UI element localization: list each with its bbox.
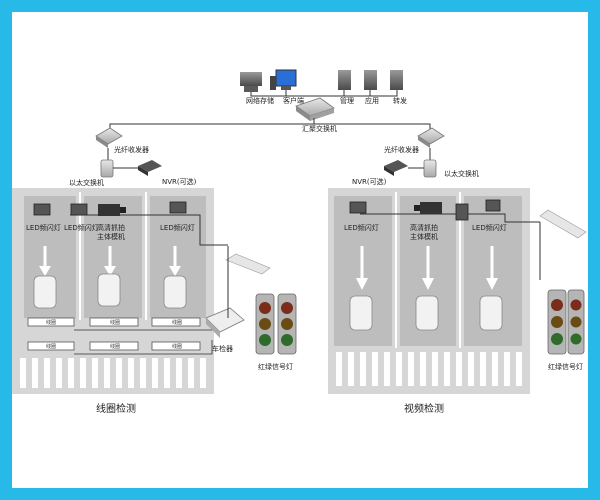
core-switch-label: 汇聚交换机 bbox=[302, 124, 337, 133]
right-eth-switch-label: 以太交换机 bbox=[444, 169, 479, 178]
core-switch-icon bbox=[295, 97, 335, 121]
left-fiber-label: 光纤收发器 bbox=[114, 145, 149, 154]
left-coil-4-label: 线圈 bbox=[46, 343, 56, 350]
left-nvr-icon bbox=[138, 160, 162, 176]
left-camera-icon bbox=[98, 204, 126, 216]
right-camera-label-1: 高清抓拍 bbox=[410, 223, 438, 232]
left-eth-switch-icon bbox=[100, 159, 114, 178]
right-nvr-icon bbox=[384, 160, 408, 176]
right-car-1 bbox=[349, 295, 373, 331]
right-led-2-label: LED频闪灯 bbox=[472, 223, 507, 232]
app-label: 应用 bbox=[365, 96, 379, 105]
left-fiber-transceiver-icon bbox=[95, 127, 123, 148]
right-road bbox=[328, 188, 530, 394]
mgmt-label: 管理 bbox=[340, 96, 354, 105]
mgmt-server-icon bbox=[338, 70, 351, 90]
app-server-icon bbox=[364, 70, 377, 90]
right-led-3-icon bbox=[485, 199, 501, 212]
right-led-1-label: LED频闪灯 bbox=[344, 223, 379, 232]
left-eth-switch-label: 以太交换机 bbox=[69, 178, 104, 187]
left-camera-label-2: 主体模机 bbox=[97, 232, 125, 241]
left-nvr-label: NVR(可选) bbox=[162, 177, 197, 186]
left-coil-5-label: 线圈 bbox=[110, 343, 120, 350]
left-led-3-label: LED频闪灯 bbox=[160, 223, 195, 232]
right-traffic-light-label: 红绿信号灯 bbox=[548, 362, 583, 371]
right-nvr-label: NVR(可选) bbox=[352, 177, 387, 186]
right-arrows bbox=[356, 246, 498, 290]
left-crosswalk bbox=[20, 358, 206, 388]
right-traffic-light-icon bbox=[547, 289, 585, 355]
left-led-2-icon bbox=[70, 203, 88, 216]
storage-label: 网络存储 bbox=[246, 96, 274, 105]
right-car-3 bbox=[479, 295, 503, 331]
left-led-3-icon bbox=[169, 201, 187, 214]
forward-server-icon bbox=[390, 70, 403, 90]
left-car-2 bbox=[97, 273, 121, 307]
right-car-2 bbox=[415, 295, 439, 331]
right-led-1-icon bbox=[349, 201, 367, 214]
right-fiber-label: 光纤收发器 bbox=[384, 145, 419, 154]
vehicle-detector-label: 车检器 bbox=[212, 344, 233, 353]
left-led-1-icon bbox=[33, 203, 51, 216]
right-eth-switch-icon bbox=[423, 159, 437, 178]
left-car-3 bbox=[163, 275, 187, 309]
vehicle-detector-icon bbox=[205, 307, 245, 338]
left-coil-6-label: 线圈 bbox=[172, 343, 182, 350]
right-camera-icon bbox=[414, 202, 442, 214]
left-led-1-label: LED频闪灯 bbox=[26, 223, 61, 232]
left-car-1 bbox=[33, 275, 57, 309]
left-camera-label-1: 高清抓拍 bbox=[97, 223, 125, 232]
left-arrows bbox=[39, 246, 181, 276]
left-coil-1-label: 线圈 bbox=[46, 319, 56, 326]
left-traffic-light-icon bbox=[255, 293, 297, 355]
right-caption: 视频检测 bbox=[404, 402, 444, 415]
right-led-2-icon bbox=[455, 203, 469, 221]
right-camera-label-2: 主体模机 bbox=[410, 232, 438, 241]
left-coils bbox=[27, 317, 201, 351]
left-coil-3-label: 线圈 bbox=[172, 319, 182, 326]
client-pc-icon bbox=[270, 69, 297, 90]
left-led-2-label: LED频闪灯 bbox=[64, 223, 99, 232]
left-signal-gantry-icon bbox=[225, 246, 271, 318]
left-coil-2-label: 线圈 bbox=[110, 319, 120, 326]
right-fiber-transceiver-icon bbox=[417, 127, 445, 148]
right-crosswalk bbox=[336, 352, 522, 386]
storage-server-icon bbox=[240, 72, 262, 92]
left-caption: 线圈检测 bbox=[96, 402, 136, 415]
forward-label: 转发 bbox=[393, 96, 407, 105]
right-signal-gantry-icon bbox=[539, 209, 587, 280]
left-traffic-light-label: 红绿信号灯 bbox=[258, 362, 293, 371]
client-label: 客户端 bbox=[283, 96, 304, 105]
